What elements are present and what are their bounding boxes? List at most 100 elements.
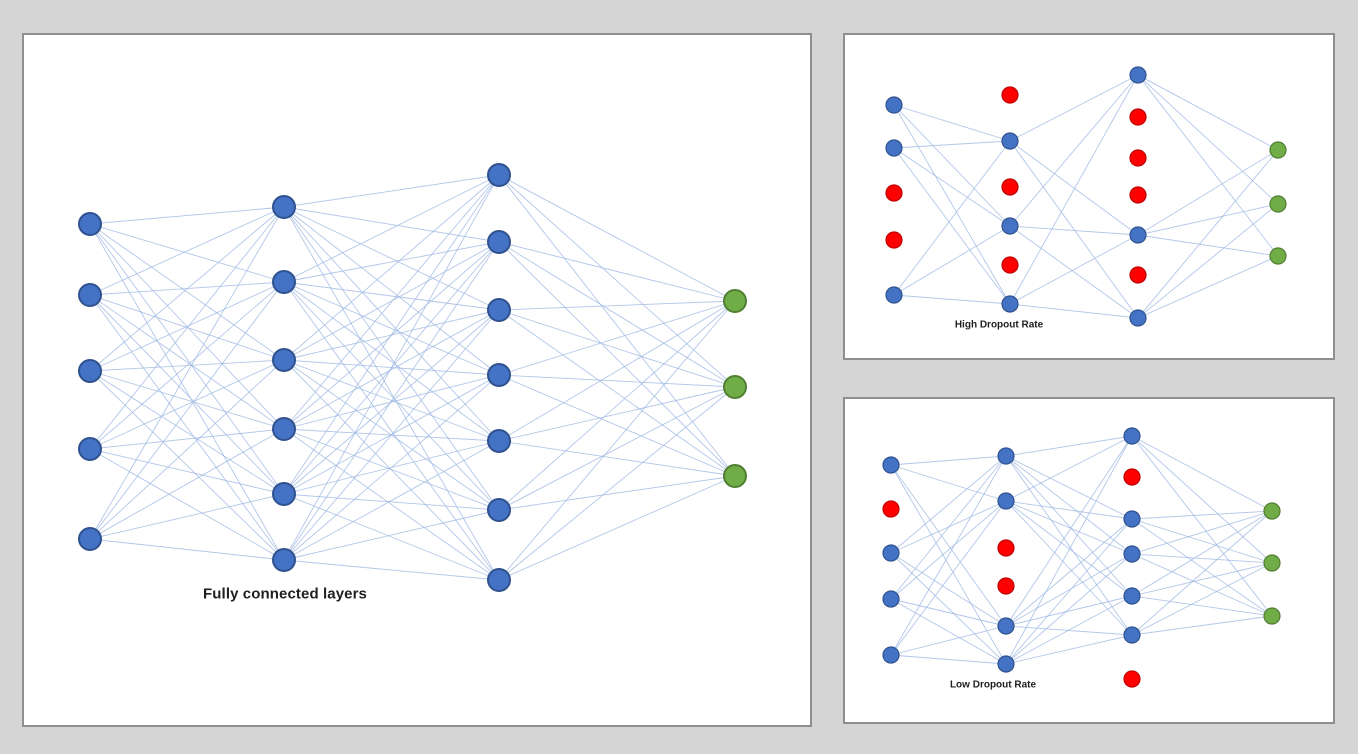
dropped-node (997, 577, 1015, 595)
network-edge (890, 455, 1007, 466)
active-node (1129, 226, 1147, 244)
dropped-node (997, 539, 1015, 557)
network-edge (89, 223, 285, 283)
active-node (487, 568, 511, 592)
nodes (882, 427, 1281, 688)
network-edge (283, 174, 500, 430)
network-edge (498, 386, 736, 581)
network-edge (1005, 634, 1133, 665)
network-edge (89, 223, 285, 561)
network-edge (283, 206, 500, 511)
network-edge (1009, 234, 1139, 305)
active-node (1123, 587, 1141, 605)
network-edge (498, 241, 736, 302)
network-edge (89, 206, 285, 450)
network-edge (498, 300, 736, 442)
network-edge (890, 455, 1007, 554)
network-edge (890, 464, 1007, 502)
fully-connected-network (78, 163, 747, 592)
network-edge (89, 294, 285, 430)
network-edge (1005, 455, 1133, 636)
network-edge (283, 241, 500, 430)
active-node (1001, 217, 1019, 235)
active-node (1123, 510, 1141, 528)
network-edge (89, 538, 285, 561)
network-edge (1005, 500, 1133, 520)
network-edge (1137, 74, 1279, 151)
active-node (885, 96, 903, 114)
dropped-node (1001, 178, 1019, 196)
network-edge (1005, 435, 1133, 457)
active-node (272, 482, 296, 506)
network-edge (1131, 510, 1273, 597)
active-node (885, 286, 903, 304)
dropped-node (882, 500, 900, 518)
network-edge (1137, 255, 1279, 319)
network-edge (498, 386, 736, 442)
dropped-node (1123, 468, 1141, 486)
active-node (997, 617, 1015, 635)
network-edge (890, 552, 1007, 627)
network-edge (893, 147, 1011, 227)
network-edge (1131, 615, 1273, 636)
network-edge (498, 300, 736, 511)
network-edge (893, 140, 1011, 149)
network-edge (890, 464, 1007, 665)
network-edge (283, 374, 500, 561)
network-edge (1005, 435, 1133, 665)
network-edge (1131, 553, 1273, 564)
dropped-node (1129, 149, 1147, 167)
network-edge (283, 241, 500, 361)
network-edge (283, 206, 500, 376)
active-node (1129, 66, 1147, 84)
output-node (1263, 607, 1281, 625)
active-node (78, 212, 102, 236)
network-edge (1009, 303, 1139, 319)
dropped-node (885, 184, 903, 202)
network-edge (283, 174, 500, 283)
active-node (272, 348, 296, 372)
network-edge (498, 475, 736, 581)
active-node (882, 456, 900, 474)
network-edge (1009, 74, 1139, 227)
network-edge (1005, 455, 1133, 555)
network-edge (283, 241, 500, 283)
network-edge (1005, 595, 1133, 627)
high-dropout-network (885, 66, 1287, 327)
active-node (997, 655, 1015, 673)
network-edge (890, 455, 1007, 600)
network-edge (1131, 510, 1273, 636)
active-node (885, 139, 903, 157)
active-node (882, 544, 900, 562)
network-edge (890, 464, 1007, 627)
network-edge (1131, 562, 1273, 597)
network-edge (1005, 553, 1133, 665)
network-edge (498, 300, 736, 376)
network-edge (1131, 562, 1273, 636)
active-node (487, 230, 511, 254)
network-edge (89, 428, 285, 540)
high-dropout-panel: High Dropout Rate (843, 33, 1335, 360)
network-edge (893, 104, 1011, 142)
network-edge (498, 241, 736, 477)
network-edge (1131, 595, 1273, 617)
network-edge (893, 140, 1011, 296)
network-edge (89, 448, 285, 495)
network-edge (89, 206, 285, 225)
network-edge (498, 309, 736, 477)
network-edge (283, 206, 500, 243)
network-edge (498, 374, 736, 388)
network-edge (498, 300, 736, 581)
network-edge (1005, 455, 1133, 520)
network-edge (283, 241, 500, 561)
network-edge (1009, 74, 1139, 142)
dropped-node (1001, 256, 1019, 274)
active-node (997, 492, 1015, 510)
network-edge (283, 174, 500, 208)
network-edge (283, 428, 500, 511)
output-node (1269, 195, 1287, 213)
fully-connected-label: Fully connected layers (203, 585, 367, 603)
network-edge (1005, 518, 1133, 627)
network-edge (89, 206, 285, 372)
network-edge (283, 281, 500, 581)
